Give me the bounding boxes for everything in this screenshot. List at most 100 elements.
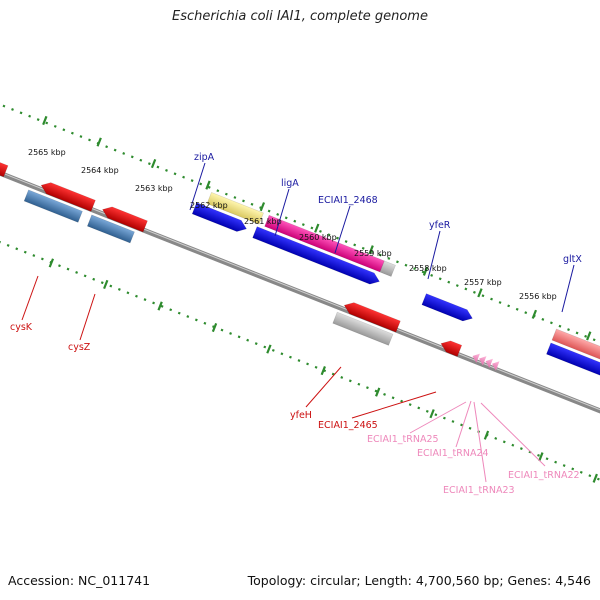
scale-dot: [464, 287, 468, 291]
scale-dot: [173, 172, 177, 176]
gene-cysk[interactable]: [0, 150, 9, 178]
callout-line: [561, 264, 575, 313]
scale-dot: [468, 426, 472, 430]
gene-label-eciai1_trna23[interactable]: ECIAI1_tRNA23: [443, 485, 515, 496]
gene-eciai1_2468[interactable]: [379, 260, 396, 277]
scale-tick: [157, 301, 163, 311]
gene-label-eciai1_trna25[interactable]: ECIAI1_tRNA25: [367, 434, 439, 445]
gene-label-yfeh[interactable]: yfeH: [290, 410, 312, 421]
scale-dot: [11, 108, 14, 111]
scale-tick: [266, 344, 272, 354]
scale-dot: [391, 396, 395, 400]
scale-dot: [177, 311, 181, 315]
scale-dot: [246, 338, 250, 342]
gene-label-gltx[interactable]: gltX: [563, 254, 582, 265]
scale-dot: [143, 298, 147, 302]
scale-dot: [306, 362, 309, 366]
callout-line: [79, 293, 96, 341]
scale-dot: [430, 273, 434, 277]
gene-yfeh[interactable]: [332, 311, 394, 346]
scale-label: 2556 kbp: [519, 292, 557, 301]
scale-dot: [122, 152, 126, 155]
scale-dot: [263, 345, 267, 349]
callout-line: [305, 366, 342, 408]
gene-gltx[interactable]: [551, 328, 600, 372]
gene-label-yfer[interactable]: yfeR: [429, 220, 451, 231]
scale-dot: [19, 111, 23, 115]
scale-dot: [233, 196, 237, 199]
scale-dot: [537, 453, 540, 457]
scale-dot: [498, 301, 502, 304]
gene-label-cysz[interactable]: cysZ: [68, 342, 91, 353]
scale-dot: [562, 464, 566, 467]
gene-ecIAI1-trna[interactable]: [471, 351, 480, 363]
scale-dot: [152, 301, 156, 305]
scale-dot: [327, 233, 331, 237]
scale-dot: [494, 437, 498, 440]
gene-label-eciai1_2465[interactable]: ECIAI1_2465: [318, 420, 378, 431]
genome-axis: [0, 105, 600, 479]
scale-dot: [92, 277, 96, 281]
gene-zipa[interactable]: [191, 202, 248, 235]
gene-yfeh[interactable]: [342, 300, 401, 333]
gene-cysz[interactable]: [86, 214, 135, 244]
gene-zipa[interactable]: [206, 192, 264, 225]
scale-dot: [490, 297, 493, 301]
scale-dot: [2, 104, 6, 108]
scale-dot: [242, 199, 245, 203]
scale-dot: [571, 467, 575, 471]
gene-liga[interactable]: [252, 226, 382, 287]
scale-label: 2561 kbp: [244, 217, 282, 226]
scale-dot: [366, 386, 369, 390]
gene-yfer[interactable]: [421, 293, 475, 324]
scale-tick: [103, 279, 109, 290]
scale-label: 2560 kbp: [299, 233, 337, 242]
accession-text: Accession: NC_011741: [8, 573, 151, 588]
gene-label-liga[interactable]: ligA: [281, 178, 299, 189]
scale-dot: [186, 315, 190, 318]
scale-dot: [23, 250, 27, 254]
scale-dot: [417, 406, 421, 410]
scale-tick: [314, 223, 320, 233]
scale-label: 2563 kbp: [135, 184, 173, 193]
scale-dot: [135, 294, 138, 298]
gene-cysz[interactable]: [100, 204, 148, 233]
scale-dot: [130, 155, 134, 159]
scale-dot: [558, 324, 562, 328]
gene-ecIAI1-trna[interactable]: [484, 357, 493, 369]
scale-dot: [109, 284, 113, 288]
gene-ecIAI1-trna[interactable]: [477, 354, 487, 366]
scale-dot: [575, 331, 579, 335]
gene-cysk[interactable]: [23, 189, 83, 223]
callout-line: [189, 162, 206, 211]
scale-label: 2558 kbp: [409, 264, 447, 273]
reverse-scale-dots: [0, 240, 600, 481]
gene-label-eciai1_trna22[interactable]: ECIAI1_tRNA22: [508, 470, 580, 481]
scale-dot: [220, 328, 224, 332]
scale-ticks: [42, 115, 598, 483]
gene-eciai1_2465[interactable]: [439, 338, 463, 357]
scale-dot: [53, 124, 57, 128]
scale-dot: [460, 423, 463, 427]
gene-label-eciai1_2468[interactable]: ECIAI1_2468: [318, 195, 378, 206]
scale-dot: [237, 335, 241, 339]
scale-tick: [477, 288, 483, 298]
gene-ecIAI1-trna[interactable]: [490, 359, 500, 371]
scale-dot: [203, 321, 207, 325]
scale-dot: [280, 352, 284, 356]
scale-dot: [588, 474, 592, 478]
scale-dot: [113, 148, 117, 152]
scale-dot: [289, 355, 292, 359]
gene-label-zipa[interactable]: zipA: [194, 152, 215, 163]
scale-dot: [79, 135, 83, 138]
scale-label: 2559 kbp: [354, 249, 392, 258]
scale-dot: [596, 477, 600, 481]
gene-cysk[interactable]: [39, 180, 96, 212]
scale-dot: [284, 216, 288, 220]
gene-label-cysk[interactable]: cysK: [10, 322, 33, 333]
gene-label-eciai1_trna24[interactable]: ECIAI1_tRNA24: [417, 448, 489, 459]
gene-gltx[interactable]: [546, 342, 600, 385]
scale-dot: [519, 447, 523, 451]
scale-tick: [96, 137, 102, 147]
